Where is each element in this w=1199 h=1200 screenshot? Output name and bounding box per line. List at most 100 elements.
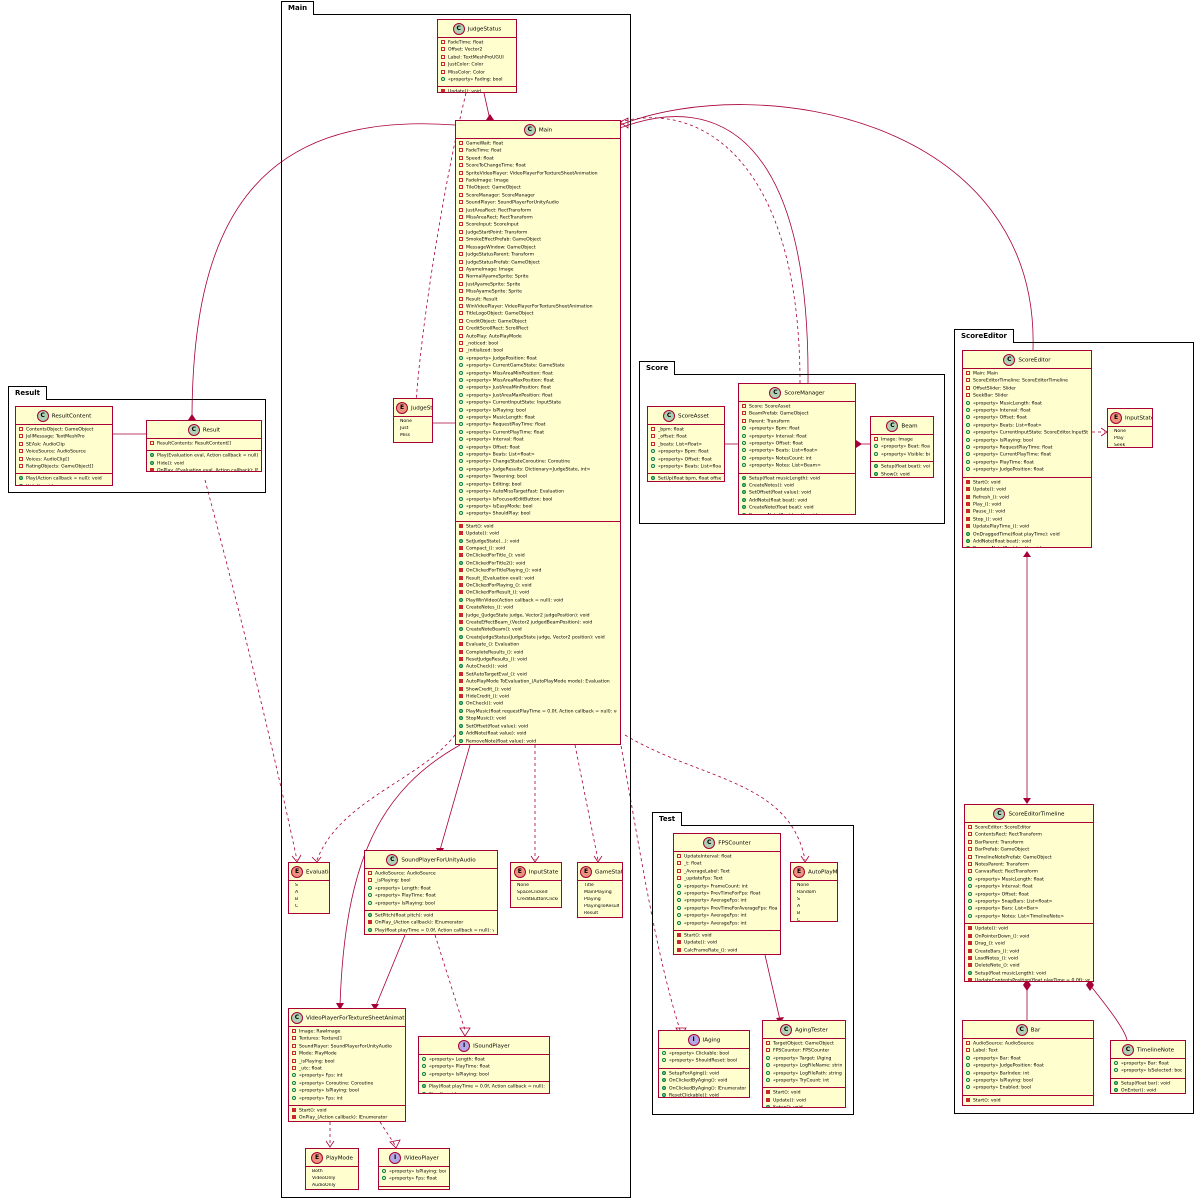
visibility-icon (677, 933, 681, 938)
visibility-icon (966, 378, 970, 383)
method-text: AutoCheck(): void (466, 664, 508, 670)
field-row: «property» Visible: bool (874, 451, 930, 459)
visibility-icon (459, 155, 463, 160)
visibility-icon (459, 348, 463, 353)
visibility-icon (966, 452, 970, 457)
field-row: MissAreaRect: RectTransform (459, 215, 617, 222)
method-row: OnEnter(): void (1114, 1088, 1182, 1093)
field-text: Parent: Transform (749, 419, 790, 425)
enum-auto-play-mode[interactable]: EAutoPlayModeNoneRandomSABC (790, 862, 838, 922)
method-text: OnClickedByAging(): IEnumerator (669, 1086, 746, 1092)
enum-evaluation[interactable]: EEvaluationSABC (288, 862, 330, 914)
visibility-icon (677, 905, 681, 910)
method-text: SetJudgeState(...): void (466, 539, 520, 545)
field-text: Result: Result (466, 297, 498, 303)
method-text: Setup(float musicLength): void (749, 476, 820, 482)
method-text: Start(): void (684, 933, 712, 939)
enum-judge-state[interactable]: EJudgeStateNoneJustMiss (393, 398, 433, 443)
field-row: WinVideoPlayer: VideoPlayerForTextureShe… (459, 303, 617, 311)
field-text: «property» IsSelected: bool (1121, 1068, 1182, 1074)
method-row: Pause_(): void (966, 509, 1088, 516)
field-row: «property» RequestPlayTime: float (459, 422, 617, 429)
visibility-icon (368, 893, 372, 898)
field-text: «property» Fps: int (299, 1096, 343, 1102)
field-text: «property» Coroutine: Coroutine (299, 1081, 374, 1087)
visibility-icon (968, 876, 972, 881)
field-row: «property» PlayTime: float (368, 893, 494, 900)
visibility-icon (968, 847, 972, 852)
field-text: SmokeEffectPrefab: GameObject (466, 237, 542, 243)
method-text: Setup(float bar): void (1121, 1081, 1171, 1087)
visibility-icon (441, 77, 445, 82)
field-text: _noticed: bool (466, 341, 499, 347)
class-name: ResultContent (51, 413, 92, 420)
method-list: Play(Evaluation eval, Action callback = … (147, 450, 261, 471)
enum-game-state[interactable]: EGameStateTitleMainPlayingPlayingPlaying… (577, 862, 623, 918)
field-row: «property» IsPlaying: bool (382, 1169, 446, 1176)
field-row: MessageWindow: GameObject (459, 244, 617, 252)
method-text: RemoveNote(float value): void (466, 739, 537, 744)
field-row: Textures: Texture[] (292, 1036, 402, 1043)
method-text: OnClickedForPlaying_(): void (466, 583, 532, 589)
field-text: «property» IsPlaying: bool (973, 1078, 1033, 1084)
field-row: JustAyameSprite: Sprite (459, 281, 617, 289)
class-icon: C (663, 410, 676, 422)
visibility-icon (742, 463, 746, 468)
class-name: FPSCounter (718, 840, 751, 847)
field-row: «property» JudgePosition: float (459, 355, 617, 363)
field-text: «property» Tweening: bool (466, 474, 527, 480)
field-text: _AverageLabel: Text (684, 869, 730, 875)
class-name: Evaluation (306, 869, 329, 876)
class-header: EJudgeState (394, 399, 432, 417)
visibility-icon (459, 289, 463, 294)
field-text: JudgeStatusParent: Transform (466, 252, 535, 258)
method-text: Update(): void (684, 940, 717, 946)
method-text: Update(): void (975, 926, 1008, 932)
field-text: BarParent: Transform (975, 840, 1024, 846)
field-text: «property» Beat: float (881, 444, 930, 450)
field-row: JudgeStatusParent: Transform (459, 252, 617, 259)
method-row: Hide(): void (150, 460, 258, 468)
field-text: «property» CurrentInputState: InputState (466, 400, 562, 406)
method-text: Play_(): void (973, 502, 1002, 508)
visibility-icon (459, 363, 463, 368)
class-icon: C (36, 410, 49, 422)
field-row: Speed: float (459, 155, 617, 163)
method-row: AutoCheck(): void (459, 664, 617, 671)
method-text: Hide(): void (157, 461, 184, 467)
field-text: SeekBar: Slider (973, 393, 1009, 399)
method-row: CreateBars_(): void (968, 948, 1090, 956)
field-text: VoiceSource: AudioSource (26, 449, 86, 455)
method-row: Stop(): void (422, 1091, 546, 1093)
method-text: Result_(Evaluation eval): void (466, 576, 535, 582)
field-row: «property» IsPlaying: bool (966, 1078, 1090, 1085)
visibility-icon (968, 978, 972, 981)
field-text: MissAyameSprite: Sprite (466, 289, 522, 295)
